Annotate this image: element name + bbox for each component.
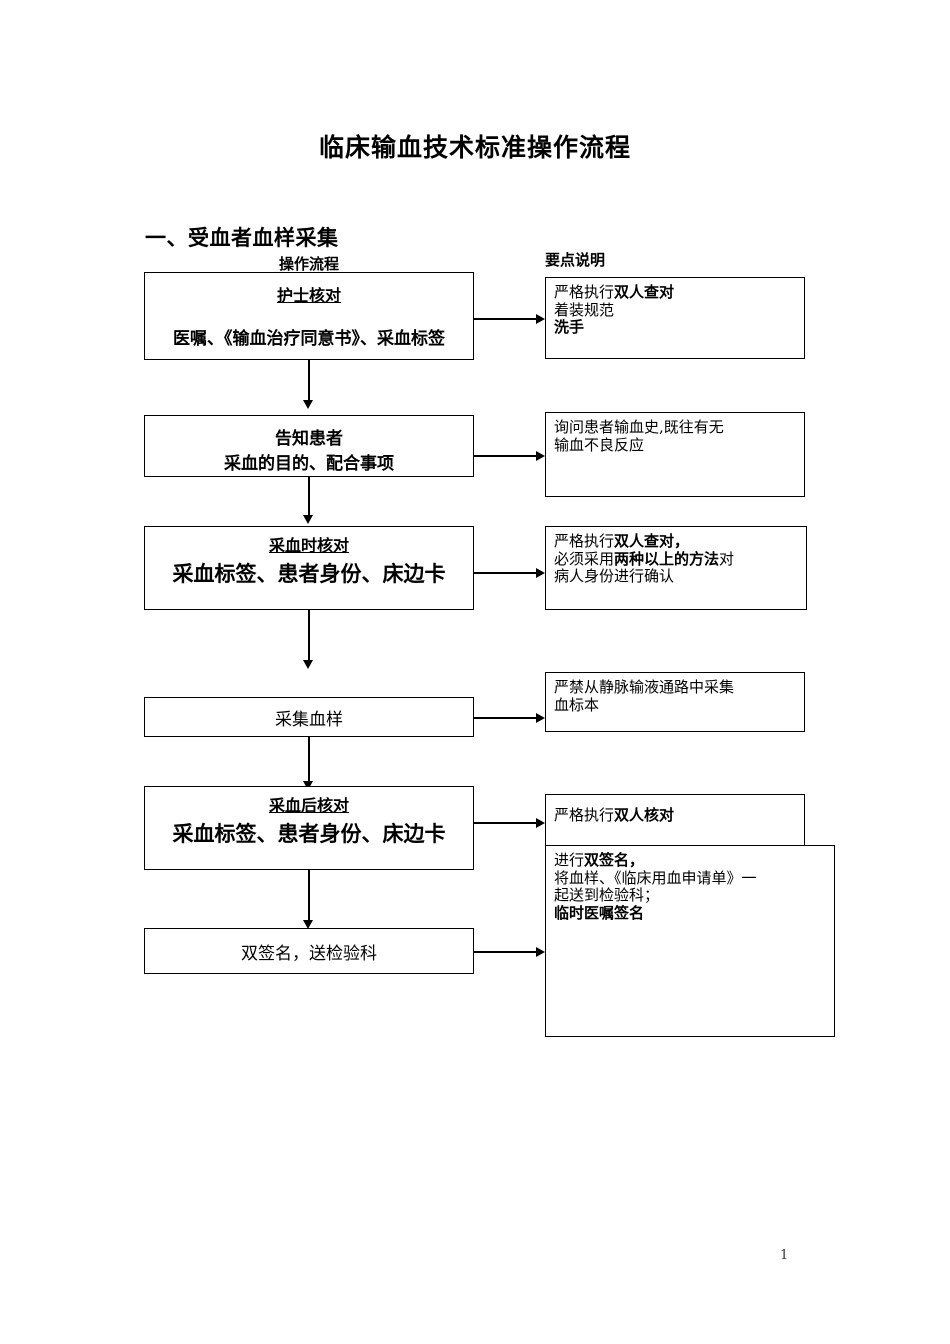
- connector-step3-to-note3: [474, 572, 538, 574]
- note-6-line-2: 将血样、《临床用血申请单》一: [554, 868, 757, 887]
- connector-step2-to-note2: [474, 455, 538, 457]
- note-3-box: 严格执行双人查对， 必须采用两种以上的方法对 病人身份进行确认: [545, 526, 807, 610]
- flow-step-1-body: 医嘱、《输血治疗同意书》、采血标签: [173, 329, 445, 349]
- note-3-line-3: 病人身份进行确认: [554, 567, 675, 586]
- arrow-step1-to-note1: [536, 313, 545, 324]
- arrow-step2-to-step3: [303, 515, 313, 524]
- flow-step-4-box: 采集血样: [144, 697, 474, 737]
- column-header-notes: 要点说明: [545, 251, 606, 269]
- arrow-step5-to-step6: [303, 920, 313, 929]
- connector-step6-to-note6: [474, 951, 538, 953]
- flow-step-5-heading: 采血后核对: [268, 796, 349, 815]
- flow-step-3-body: 采血标签、患者身份、床边卡: [172, 562, 446, 586]
- note-3-line-1: 严格执行双人查对，: [554, 532, 690, 550]
- connector-step2-to-step3: [308, 477, 310, 517]
- connector-step5-to-step6: [308, 870, 310, 922]
- connector-step4-to-note4: [474, 717, 538, 719]
- column-header-flow: 操作流程: [278, 255, 339, 273]
- note-6-line-4: 临时医嘱签名: [554, 904, 645, 923]
- note-5-line-1: 严格执行双人核对: [554, 806, 675, 824]
- arrow-step4-to-note4: [536, 712, 545, 723]
- connector-step1-to-note1: [474, 318, 538, 320]
- flow-step-1-box: 护士核对 医嘱、《输血治疗同意书》、采血标签: [144, 272, 474, 360]
- flow-step-6-body: 双签名，送检验科: [241, 943, 377, 964]
- note-1-line-2: 着装规范: [554, 300, 615, 319]
- note-6-line-1: 进行双签名，: [554, 851, 645, 869]
- note-4-line-2: 血标本: [554, 695, 600, 714]
- arrow-step4-to-step5: [303, 781, 313, 790]
- note-1-line-1: 严格执行双人查对: [554, 283, 675, 301]
- arrow-step3-to-note3: [536, 567, 545, 578]
- connector-step3-to-step4: [308, 610, 310, 662]
- note-4-line-1: 严禁从静脉输液通路中采集: [554, 678, 735, 696]
- note-3-line-2: 必须采用两种以上的方法对: [554, 549, 735, 568]
- connector-step1-to-step2: [308, 360, 310, 402]
- connector-step5-to-note5: [474, 822, 538, 824]
- arrow-step1-to-step2: [303, 400, 313, 409]
- note-1-box: 严格执行双人查对 着装规范 洗手: [545, 277, 805, 359]
- arrow-step5-to-note5: [536, 817, 545, 828]
- arrow-step2-to-note2: [536, 450, 545, 461]
- arrow-step6-to-note6: [536, 946, 545, 957]
- note-6-line-3: 起送到检验科；: [554, 886, 660, 905]
- note-2-line-2: 输血不良反应: [554, 435, 645, 454]
- flow-step-6-box: 双签名，送检验科: [144, 928, 474, 974]
- section-heading: 一、受血者血样采集: [145, 225, 339, 250]
- flow-step-1-heading: 护士核对: [276, 286, 341, 305]
- flow-step-3-heading: 采血时核对: [268, 536, 349, 555]
- page-number: 1: [780, 1248, 789, 1263]
- flow-step-4-body: 采集血样: [275, 709, 343, 730]
- note-2-box: 询问患者输血史,既往有无 输血不良反应: [545, 412, 805, 497]
- arrow-step3-to-step4: [303, 660, 313, 669]
- note-2-line-1: 询问患者输血史,既往有无: [554, 418, 724, 436]
- flow-step-2-line-1: 告知患者: [275, 429, 343, 449]
- flow-step-5-body: 采血标签、患者身份、床边卡: [172, 822, 446, 846]
- note-6-box: 进行双签名， 将血样、《临床用血申请单》一 起送到检验科； 临时医嘱签名: [545, 845, 835, 1037]
- note-5-box: 严格执行双人核对: [545, 794, 805, 850]
- note-1-line-3: 洗手: [554, 318, 585, 337]
- page-title: 临床输血技术标准操作流程: [318, 133, 631, 162]
- flow-step-2-line-2: 采血的目的、配合事项: [224, 454, 394, 474]
- flow-step-3-box: 采血时核对 采血标签、患者身份、床边卡: [144, 526, 474, 610]
- connector-step4-to-step5: [308, 737, 310, 783]
- note-4-box: 严禁从静脉输液通路中采集 血标本: [545, 672, 805, 732]
- flow-step-5-box: 采血后核对 采血标签、患者身份、床边卡: [144, 786, 474, 870]
- flow-step-2-box: 告知患者 采血的目的、配合事项: [144, 415, 474, 477]
